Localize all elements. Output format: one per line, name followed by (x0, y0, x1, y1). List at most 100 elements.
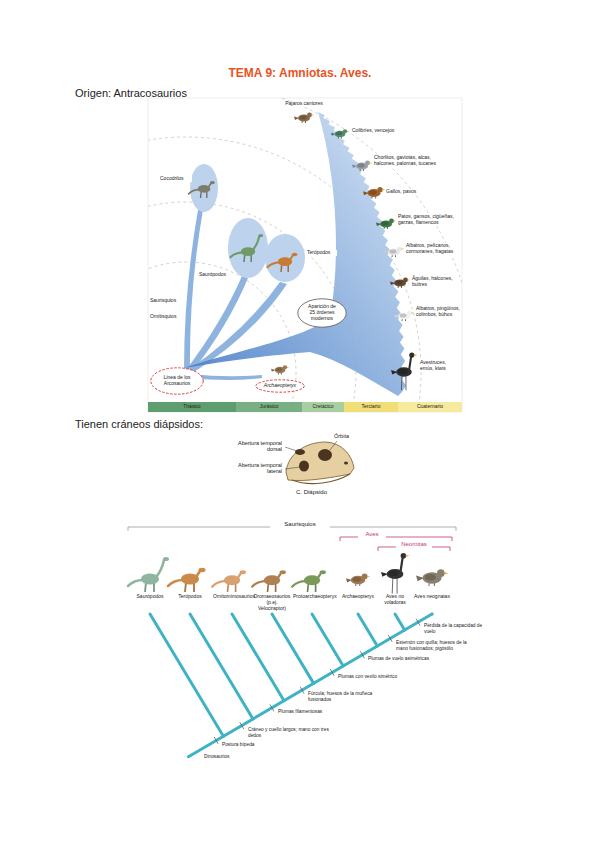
node-shape (256, 380, 304, 392)
dino-neck (253, 236, 259, 250)
tree-branch (312, 614, 343, 666)
dino-neck (237, 573, 241, 578)
trait-label: Dinosaurios (204, 754, 264, 760)
tree-branch (358, 614, 377, 646)
node-text-wrap: Jurásico (260, 404, 279, 410)
bird-head (403, 278, 408, 283)
node-text: Cuaternario (417, 404, 443, 410)
dino-neck (317, 573, 321, 578)
period-band: Cuaternario (398, 402, 462, 412)
crocodile-figure (189, 181, 215, 198)
dino-head (199, 568, 206, 572)
bird-beak (407, 279, 410, 280)
bird-head (283, 365, 287, 369)
sauropod-figure (128, 557, 169, 592)
ostrich-figure (391, 353, 418, 391)
trait-tick (416, 619, 420, 626)
trait-label: Fúrcula; huesos de la muñeca fusionados (308, 691, 392, 702)
bird-beak (369, 162, 372, 163)
node-shape (151, 368, 203, 394)
bird-beak (347, 131, 350, 132)
bird-head (409, 353, 414, 358)
bird-head (397, 247, 402, 252)
skull-jaw (292, 474, 350, 484)
bird-beak (367, 576, 371, 577)
node-text: Triásico (183, 404, 200, 410)
body-text: Origen: Antracosaurios (75, 87, 295, 100)
fan-panel (148, 98, 462, 412)
bird-beak (401, 248, 404, 249)
dino-head (320, 570, 326, 574)
dino-head (210, 181, 215, 184)
vulture-figure (416, 569, 449, 586)
bird-beak (393, 220, 396, 221)
lateral-fenestra (299, 461, 309, 472)
tree-branch (232, 614, 284, 701)
theropod-figure (168, 568, 206, 592)
bird-beak (311, 114, 314, 115)
taxon-label: Dromaeosaurios (p.ej. Velociraptor) (253, 594, 291, 611)
trait-label: Pérdida de la capacidad de vuelo (424, 623, 486, 634)
fossil-ellipse: Archaeopteryx (255, 379, 305, 393)
bird-head (377, 187, 382, 192)
dromaeosaur-figure (252, 570, 286, 592)
theropod-bulb (265, 234, 305, 282)
sauropod-figure (230, 234, 263, 262)
lineage-label: Saurópodos (199, 272, 229, 278)
skull-caption: C. Diápsido (296, 489, 356, 496)
bird-wing (390, 250, 397, 254)
bird-neck (401, 557, 403, 571)
node-text-wrap: Archaeopteryx (264, 383, 296, 389)
lineage-label: Ornitisquios (150, 314, 184, 320)
dino-tail (189, 190, 200, 194)
taxon-label: Aves neognatas (413, 594, 451, 600)
trait-tick (360, 651, 364, 658)
lineage-label: Terópodos (307, 250, 337, 256)
lineage-label: Saurisquios (150, 298, 182, 304)
skull-label: Órbita (334, 433, 364, 439)
bird-wing (300, 116, 307, 120)
skull-label: Abertura temporal lateral (236, 462, 282, 475)
trait-label: Plumas con vexilo simétrico (338, 674, 418, 680)
dino-neck (290, 255, 293, 260)
order-label: Albatros, pelícanos, cormoranes, fragata… (406, 243, 458, 255)
lineage-label: Cocodrilos (160, 176, 192, 182)
bird-beak (382, 189, 385, 190)
taxon-figures (128, 553, 449, 594)
taxon-label: Protoarchaeopteryx (293, 594, 331, 600)
bird-neck (409, 356, 411, 369)
dino-head (292, 253, 298, 257)
bird-leg (392, 577, 394, 594)
clade-label: Aves (358, 531, 386, 538)
order-label: Gallos, pavos (386, 189, 430, 195)
bird-wing (389, 571, 399, 577)
order-label: Colibríes, vencejos (352, 128, 404, 134)
bird-wing (396, 281, 403, 285)
bird-wing (358, 164, 365, 168)
bird-head (362, 574, 368, 580)
period-band: Cretácico (302, 402, 344, 412)
bird-beak (411, 312, 414, 313)
dorsal-fenestra (295, 449, 305, 455)
trait-tick (388, 635, 392, 642)
bird-leg (397, 577, 398, 594)
crocodile-bulb (190, 164, 218, 212)
bird-beak (287, 367, 290, 368)
pelican-figure (384, 247, 404, 257)
bird-head (401, 553, 407, 559)
node-shape (298, 299, 346, 327)
ostrich-figure (381, 553, 410, 594)
bird-head (343, 129, 347, 133)
bird-wing (369, 190, 377, 194)
node-text: Aparición de 25 órdenes modernos (306, 304, 338, 321)
order-label: Chorlitos, gaviotas, alcas, halcones, pa… (374, 155, 446, 167)
trait-label: Plumas de vuelo asimétricas (368, 656, 444, 662)
dino-neck (196, 571, 200, 577)
dino-head (240, 570, 246, 574)
period-band: Jurásico (236, 402, 302, 412)
albatross-figure (394, 311, 414, 321)
dino-head (258, 234, 263, 237)
trait-tick (214, 737, 218, 744)
node-text-wrap: Triásico (183, 404, 200, 410)
taxon-label: Archaeopteryx (339, 594, 377, 600)
